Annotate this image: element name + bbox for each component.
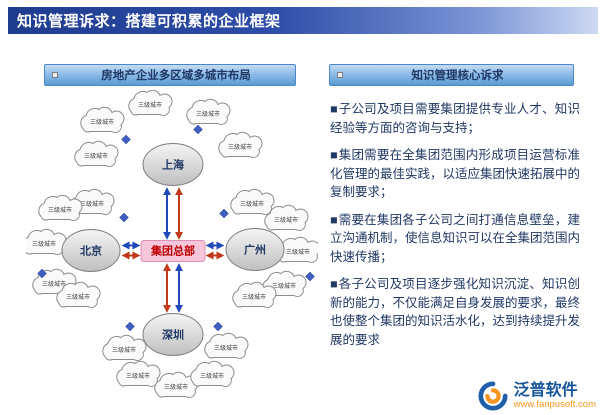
tertiary-city-cloud: 三级城市	[232, 281, 277, 309]
tertiary-city-cloud: 三级城市	[70, 188, 115, 216]
fanpu-logo-icon	[478, 381, 508, 411]
square-bullet: ■	[330, 277, 338, 291]
brand-text-block: 泛普软件 www.fanpusoft.com	[514, 382, 596, 411]
square-bullet-icon	[337, 72, 343, 78]
city-label-beijing: 北京	[80, 244, 102, 258]
city-ellipse	[225, 228, 285, 271]
hq-node: 集团总部	[140, 240, 206, 262]
tertiary-city-cloud: 三级城市	[262, 270, 307, 298]
tertiary-city-label: 三级城市	[42, 280, 66, 288]
right-panel-header: 知识管理核心诉求	[329, 64, 574, 86]
square-bullet: ■	[330, 212, 338, 227]
city-diamond-icon	[37, 268, 47, 279]
tertiary-city-cloud: 三级城市	[204, 332, 249, 360]
tertiary-city-cloud: 三级城市	[230, 188, 275, 216]
city-node-beijing: 北京	[61, 229, 121, 272]
city-diamond-icon	[219, 208, 229, 219]
title-bar: 知识管理诉求：搭建可积累的企业框架	[8, 7, 598, 34]
tertiary-city-label: 三级城市	[66, 293, 90, 301]
tertiary-city-label: 三级城市	[164, 383, 188, 391]
tertiary-city-label: 三级城市	[214, 344, 238, 352]
city-diamond-icon	[121, 134, 131, 145]
org-network-diagram: 三级城市三级城市三级城市三级城市三级城市三级城市三级城市三级城市三级城市三级城市…	[26, 90, 318, 399]
city-label-shenzhen: 深圳	[162, 328, 184, 342]
city-diamond-icon	[125, 321, 135, 332]
tertiary-city-label: 三级城市	[200, 372, 224, 380]
bullet-text: 集团需要在全集团范围内形成项目运营标准化管理的最佳实践，以适应集团快速拓展中的复…	[330, 148, 581, 199]
tertiary-city-label: 三级城市	[90, 118, 114, 126]
city-ellipse	[142, 313, 204, 356]
tertiary-city-label: 三级城市	[196, 110, 220, 118]
bullet-text: 子公司及项目需要集团提供专业人才、知识经验等方面的咨询与支持；	[330, 102, 580, 135]
tertiary-city-label: 三级城市	[84, 152, 108, 160]
tertiary-city-cloud: 三级城市	[264, 204, 309, 232]
city-ellipse	[142, 143, 204, 186]
tertiary-city-label: 三级城市	[126, 372, 150, 380]
left-panel-title: 房地产企业多区域多城市布局	[101, 70, 251, 82]
hq-label: 集团总部	[150, 244, 195, 258]
tertiary-city-cloud: 三级城市	[102, 334, 147, 362]
bullet-item: ■子公司及项目需要集团提供专业人才、知识经验等方面的咨询与支持；	[330, 100, 580, 137]
tertiary-city-cloud: 三级城市	[38, 194, 83, 222]
tertiary-city-cloud: 三级城市	[74, 140, 119, 168]
hq-box	[140, 240, 206, 262]
tertiary-city-cloud: 三级城市	[116, 360, 161, 388]
city-node-shenzhen: 深圳	[142, 313, 204, 356]
flow-arrows	[121, 187, 225, 313]
tertiary-city-cloud: 三级城市	[186, 98, 231, 126]
city-diamond-icon	[119, 212, 129, 223]
tertiary-city-label: 三级城市	[48, 206, 72, 214]
tertiary-city-label: 三级城市	[242, 293, 266, 301]
tertiary-city-label: 三级城市	[80, 200, 104, 208]
city-node-shanghai: 上海	[142, 143, 204, 186]
tertiary-city-label: 三级城市	[274, 216, 298, 224]
tertiary-city-cloud: 三级城市	[32, 268, 77, 296]
tertiary-city-satellites: 三级城市三级城市三级城市三级城市三级城市三级城市三级城市三级城市三级城市三级城市…	[26, 90, 318, 399]
city-diamond-icon	[213, 321, 223, 332]
city-node-guangzhou: 广州	[225, 228, 285, 271]
tertiary-city-label: 三级城市	[112, 346, 136, 354]
tertiary-city-label: 三级城市	[32, 240, 56, 248]
tertiary-city-cloud: 三级城市	[218, 131, 263, 159]
city-ellipse	[61, 229, 121, 272]
tertiary-city-cloud: 三级城市	[80, 106, 125, 134]
bullet-item: ■需要在集团各子公司之间打通信息壁垒，建立沟通机制，使信息知识可以在全集团范围内…	[330, 211, 580, 267]
city-label-shanghai: 上海	[162, 158, 184, 172]
tertiary-city-label: 三级城市	[272, 282, 296, 290]
tertiary-city-label: 三级城市	[138, 101, 162, 109]
city-diamond-icon	[193, 124, 203, 135]
tertiary-city-cloud: 三级城市	[190, 360, 235, 388]
city-diamond-icon	[305, 271, 315, 282]
bullet-text: 需要在集团各子公司之间打通信息壁垒，建立沟通机制，使信息知识可以在全集团范围内快…	[330, 212, 581, 264]
square-bullet-icon	[52, 72, 58, 78]
bullet-item: ■各子公司及项目逐步强化知识沉淀、知识创新的能力，不仅能满足自身发展的要求，最终…	[330, 275, 580, 349]
brand-name: 泛普软件	[513, 381, 578, 399]
page-title: 知识管理诉求：搭建可积累的企业框架	[17, 13, 281, 30]
tertiary-city-label: 三级城市	[286, 248, 310, 256]
tertiary-city-cloud: 三级城市	[276, 236, 318, 264]
tertiary-city-cloud: 三级城市	[154, 371, 199, 399]
brand-url: www.fanpusoft.com	[513, 399, 596, 411]
core-demands-list: ■子公司及项目需要集团提供专业人才、知识经验等方面的咨询与支持； ■集团需要在全…	[330, 100, 580, 358]
tertiary-city-cloud: 三级城市	[128, 90, 173, 117]
tertiary-city-label: 三级城市	[228, 143, 252, 151]
right-panel-title: 知识管理核心诉求	[411, 70, 504, 82]
bullet-text: 各子公司及项目逐步强化知识沉淀、知识创新的能力，不仅能满足自身发展的要求，最终也…	[330, 277, 581, 347]
tertiary-city-cloud: 三级城市	[26, 228, 67, 256]
left-panel-header: 房地产企业多区域多城市布局	[44, 64, 296, 86]
bullet-item: ■集团需要在全集团范围内形成项目运营标准化管理的最佳实践，以适应集团快速拓展中的…	[330, 146, 580, 202]
city-label-guangzhou: 广州	[244, 243, 266, 257]
tertiary-city-label: 三级城市	[240, 200, 264, 208]
tertiary-city-cloud: 三级城市	[56, 281, 101, 309]
square-bullet: ■	[330, 102, 338, 116]
square-bullet: ■	[330, 148, 338, 162]
footer-brand: 泛普软件 www.fanpusoft.com	[478, 381, 596, 411]
